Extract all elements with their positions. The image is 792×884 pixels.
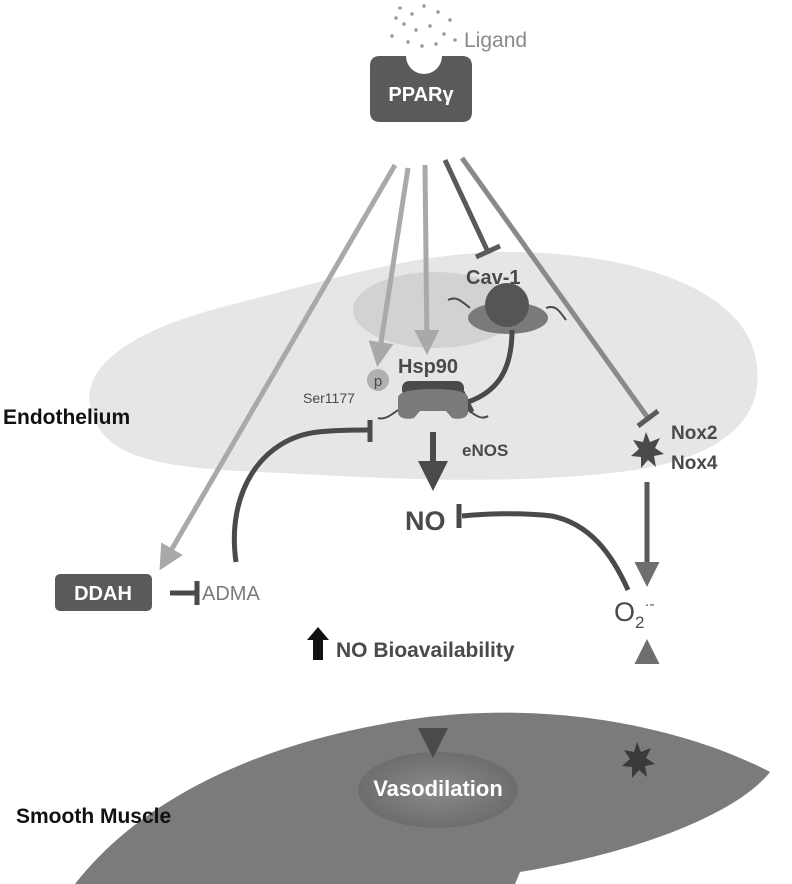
up-arrow-icon (307, 627, 329, 660)
ser1177-label: Ser1177 (303, 390, 355, 406)
smooth-muscle-label: Smooth Muscle (16, 805, 171, 828)
inhibit-enos-from-adma (231, 427, 369, 563)
ddah-label: DDAH (74, 583, 132, 605)
inhibit-nox-bar (636, 409, 660, 428)
ligand-dots (390, 4, 457, 48)
no-bioavailability-label: NO Bioavailability (336, 639, 515, 662)
cav1-protein (485, 283, 529, 327)
hsp90-label: Hsp90 (398, 356, 458, 378)
phospho-site (367, 369, 389, 391)
inhibit-cav1 (442, 158, 491, 254)
smooth-muscle-nucleus (358, 752, 518, 828)
enos-label: eNOS (462, 441, 508, 460)
enos-protein (398, 389, 468, 419)
ligand-label: Ligand (464, 29, 527, 52)
cav1-tail-left (447, 297, 471, 309)
inhibit-cav1-bar (474, 243, 502, 260)
ppar-gamma-receptor (370, 56, 472, 122)
arrow-to-phospho (368, 167, 411, 367)
inhibit-nox (459, 156, 651, 420)
inhibit-enos-from-cav1 (467, 329, 515, 405)
nox2-label: Nox2 (671, 423, 717, 444)
arrow-to-hsp90 (414, 164, 440, 355)
smooth-muscle-star-icon (622, 742, 655, 778)
nox4-label: Nox4 (671, 453, 718, 474)
superoxide-label: O2·- (614, 596, 654, 632)
phospho-label: p (374, 373, 382, 390)
endothelium-cell (89, 251, 758, 480)
ppar-gamma-label: PPARγ (388, 84, 454, 106)
vasodilation-label: Vasodilation (373, 776, 503, 801)
nox-star-icon (631, 432, 664, 468)
enos-tail-right (467, 409, 489, 419)
no-label: NO (405, 506, 446, 536)
nucleus (353, 272, 517, 348)
arrow-to-ddah (159, 163, 398, 571)
enos-tail-left (377, 409, 399, 420)
endothelium-label: Endothelium (3, 406, 130, 429)
inhibit-no-from-superoxide (461, 511, 631, 592)
ddah-box (55, 574, 152, 611)
cav1-tail-right (545, 306, 567, 321)
adma-label: ADMA (202, 583, 260, 605)
